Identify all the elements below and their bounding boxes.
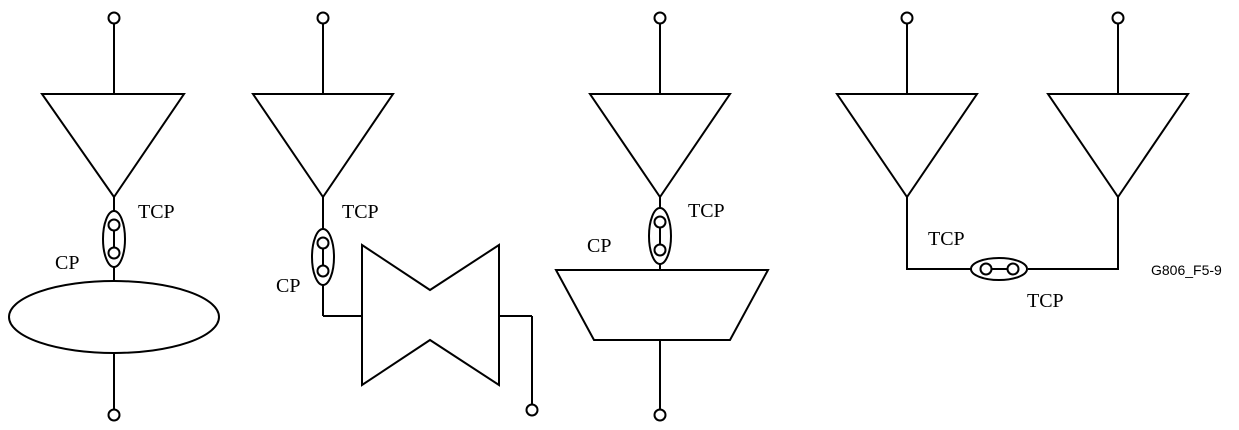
d1-top-terminal [107,11,121,25]
d4-tcp-label-lower: TCP [1027,290,1064,312]
d1-subnetwork-oval [8,280,220,354]
d4-tcp-point-right [1006,262,1020,276]
d2-cp-point [316,264,330,278]
d4-left-link [906,197,972,270]
d2-top-terminal [316,11,330,25]
d1-cp-point [107,246,121,260]
d4-left-top-terminal [900,11,914,25]
d4-right-link [1028,197,1119,270]
d2-tcp-label: TCP [342,201,379,223]
d4-right-top-terminal [1111,11,1125,25]
d1-tcp-label: TCP [138,201,175,223]
d1-bottom-terminal [107,408,121,422]
figure-id: G806_F5-9 [1151,262,1222,278]
d3-adaptation-trapezoid [554,269,770,341]
d3-cp-point [653,243,667,257]
d4-left-triangle [835,93,979,199]
d3-tcp-label: TCP [688,200,725,222]
d3-top-terminal [653,11,667,25]
d2-trail-termination-triangle [251,93,395,199]
d4-tcp-label-upper: TCP [928,228,965,250]
d3-bottom-terminal [653,408,667,422]
diagram-2: TCP CP [251,11,539,417]
d3-tcp-point [653,215,667,229]
diagram-1: TCP CP [8,11,220,422]
diagram-4: TCP TCP [835,11,1190,312]
d4-right-triangle [1046,93,1190,199]
d4-tcp-point-left [979,262,993,276]
d1-cp-label: CP [55,252,79,274]
d2-bottom-terminal [525,403,539,417]
d3-cp-label: CP [587,235,611,257]
d1-tcp-point [107,218,121,232]
d3-trail-termination-triangle [588,93,732,199]
diagram-3: TCP CP [554,11,770,422]
d2-bowtie-adaptation [361,243,500,387]
d2-tcp-point [316,236,330,250]
d1-trail-termination-triangle [40,93,186,199]
d2-cp-label: CP [276,275,300,297]
